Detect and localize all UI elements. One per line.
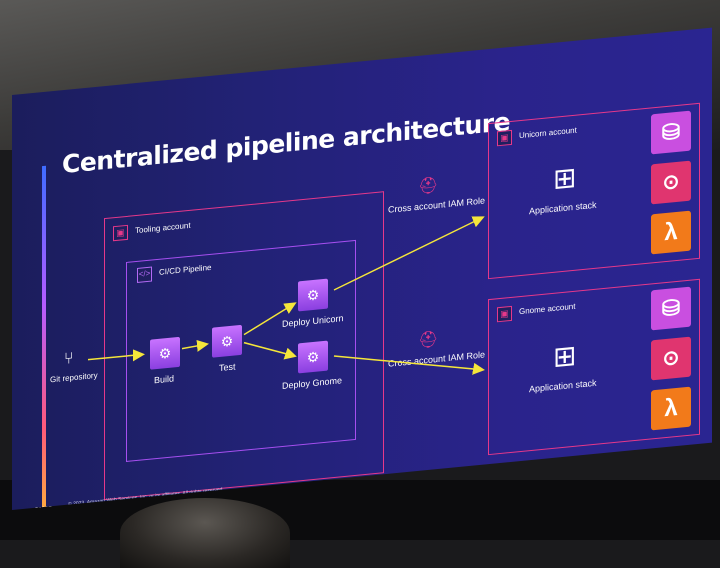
arrow-to-gnome-account <box>333 355 485 375</box>
aws-logo: aws <box>34 503 53 511</box>
audience-head <box>120 498 290 568</box>
arrow-to-unicorn-account <box>333 216 485 291</box>
projection-screen: Centralized pipeline architecture ⑂ Git … <box>12 27 712 511</box>
flow-arrows <box>88 216 485 375</box>
projection-screen-wrap: Centralized pipeline architecture ⑂ Git … <box>12 27 712 511</box>
arrow-test-to-deploy-unicorn <box>243 302 297 336</box>
arrow-build-to-test <box>181 339 209 352</box>
arrow-git-to-build <box>88 349 145 362</box>
arrow-test-to-deploy-gnome <box>243 341 297 360</box>
